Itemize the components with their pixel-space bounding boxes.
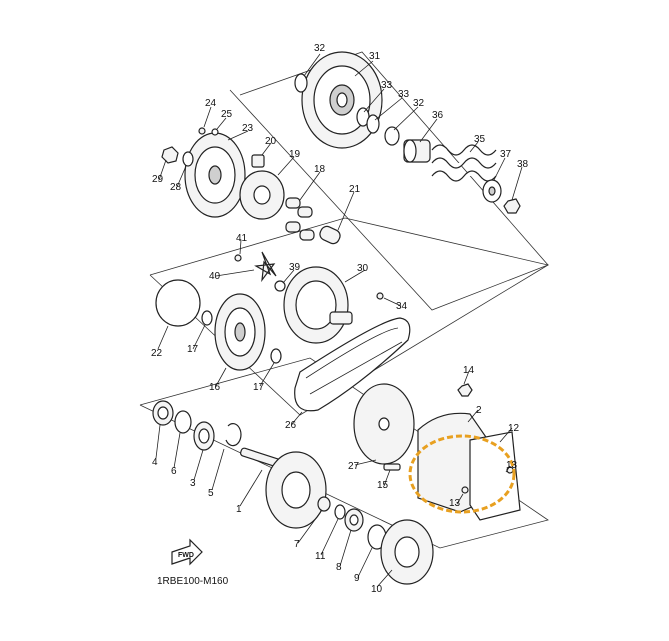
- washer-11: [334, 504, 346, 520]
- callout-25: 25: [221, 109, 233, 120]
- callout-2: 2: [476, 405, 482, 416]
- callout-35: 35: [474, 134, 486, 145]
- driven-sheave-assembly: [294, 51, 521, 214]
- callout-30: 30: [357, 263, 369, 274]
- bolt-14: [457, 383, 473, 397]
- callout-24: 24: [205, 98, 217, 109]
- nut-29: [161, 146, 179, 164]
- callout-10: 10: [371, 584, 383, 595]
- callout-33-b: 33: [398, 89, 410, 100]
- callout-9: 9: [354, 573, 360, 584]
- fwd-arrow-icon: [171, 538, 203, 566]
- bolt-24: [198, 127, 206, 135]
- nut-38: [503, 198, 521, 214]
- callout-4: 4: [152, 457, 158, 468]
- callout-20: 20: [265, 136, 277, 147]
- callout-17-right: 17: [253, 382, 265, 393]
- callout-32-right: 32: [413, 98, 425, 109]
- callout-5: 5: [208, 488, 214, 499]
- primary-sheave-belt: [283, 266, 415, 465]
- seal-6: [174, 410, 192, 434]
- callout-28: 28: [170, 182, 182, 193]
- washer-25: [211, 128, 219, 136]
- callout-17-left: 17: [187, 344, 199, 355]
- dowel-13b: [461, 486, 469, 494]
- sliding-sheave-assembly: [155, 251, 286, 371]
- callout-16: 16: [209, 382, 221, 393]
- fwd-label: FWD: [178, 552, 194, 559]
- callout-29: 29: [152, 174, 164, 185]
- callout-31: 31: [369, 51, 381, 62]
- callout-41: 41: [236, 233, 248, 244]
- collar-7: [317, 496, 331, 512]
- fan-40: [254, 251, 277, 283]
- callout-labels: 32 31 33 33 32 36 35 37 38 24 25 23 20 1…: [151, 43, 529, 595]
- fwd-arrow: FWD: [171, 538, 203, 566]
- circlip-5: [225, 423, 242, 447]
- callout-36: 36: [432, 110, 444, 121]
- callout-13-right: 13: [506, 460, 518, 471]
- collar-39: [274, 280, 286, 292]
- callout-7: 7: [294, 539, 300, 550]
- slider-20: [251, 154, 265, 168]
- callout-21: 21: [349, 184, 361, 195]
- callout-14: 14: [463, 365, 475, 376]
- callout-33-a: 33: [381, 80, 393, 91]
- callout-39: 39: [289, 262, 301, 273]
- callout-12: 12: [508, 423, 520, 434]
- seal-32b: [384, 126, 400, 146]
- collar-21: [319, 225, 341, 245]
- weight-18a: [285, 197, 301, 209]
- callout-22: 22: [151, 348, 163, 359]
- clutch-assembly: [152, 400, 434, 585]
- watermark-logo: [408, 434, 516, 514]
- callout-19: 19: [289, 149, 301, 160]
- oil-seal-17a: [201, 310, 213, 326]
- oil-seal-17b: [270, 348, 282, 364]
- callout-8: 8: [336, 562, 342, 573]
- callout-27: 27: [348, 461, 360, 472]
- washer-28: [182, 151, 194, 167]
- bolt-15: [383, 463, 401, 471]
- v-belt-26: [294, 317, 411, 412]
- callout-18: 18: [314, 164, 326, 175]
- callout-23: 23: [242, 123, 254, 134]
- callout-40: 40: [209, 271, 221, 282]
- callout-3: 3: [190, 478, 196, 489]
- bolt-34: [376, 292, 384, 300]
- callout-11: 11: [315, 551, 326, 562]
- callout-13-left: 13: [449, 498, 461, 509]
- o-ring-22: [155, 279, 201, 327]
- leader-lines: [155, 53, 523, 588]
- callout-34: 34: [396, 301, 408, 312]
- callout-15: 15: [377, 480, 389, 491]
- primary-front-assembly: [161, 127, 341, 245]
- nut-41: [234, 254, 242, 262]
- diagram-code: 1RBE100-M160: [157, 576, 229, 587]
- callout-26: 26: [285, 420, 297, 431]
- callout-32-top: 32: [314, 43, 326, 54]
- seal-32a: [294, 73, 308, 93]
- callout-1: 1: [236, 504, 242, 515]
- callout-37: 37: [500, 149, 512, 160]
- spring-35: [431, 144, 497, 156]
- callout-6: 6: [171, 466, 177, 477]
- cover-gasket: [383, 383, 521, 521]
- callout-38: 38: [517, 159, 529, 170]
